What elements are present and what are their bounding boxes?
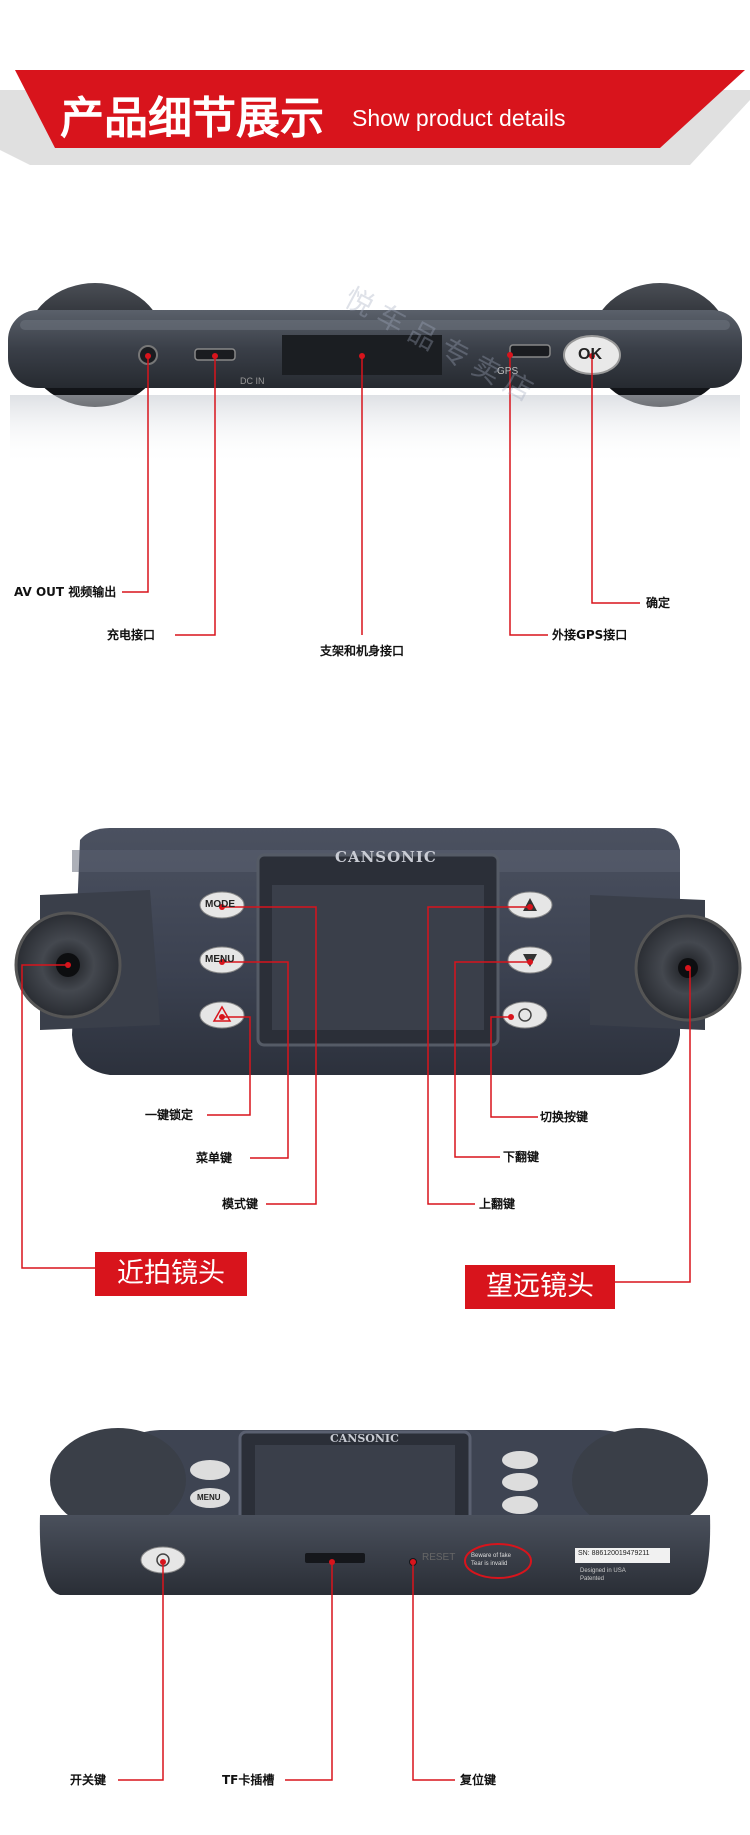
gps-port-label: GPS	[497, 366, 519, 377]
far-lens-box: 望远镜头	[465, 1265, 615, 1309]
callout-av-out: AV OUT 视频输出	[14, 585, 117, 599]
callout-up: 上翻键	[479, 1197, 516, 1211]
callout-tf: TF卡插槽	[222, 1773, 275, 1787]
sn-label: SN: 886120019479211	[578, 1550, 650, 1557]
callout-menu: 菜单键	[196, 1151, 233, 1165]
brand-logo-bottom: CANSONIC	[330, 1432, 399, 1445]
callout-lock: 一键锁定	[145, 1108, 194, 1122]
sticker-warning-1: Beware of fake	[471, 1553, 512, 1559]
section-banner: 产品细节展示 Show product details	[0, 70, 750, 170]
callout-power: 开关键	[70, 1773, 107, 1787]
brand-logo: CANSONIC	[335, 848, 437, 866]
reset-text: RESET	[422, 1552, 456, 1563]
sticker-warning-2: Tear is invalid	[471, 1561, 508, 1567]
callout-gps: 外接GPS接口	[552, 628, 628, 642]
callout-mount: 支架和机身接口	[320, 644, 405, 658]
ok-button[interactable]: OK	[578, 346, 602, 363]
callout-switch: 切换按键	[540, 1110, 589, 1124]
near-lens-box: 近拍镜头	[95, 1252, 247, 1296]
dc-in-label: DC IN	[240, 376, 265, 386]
section-side-view: DC IN GPS OK 悦车品专卖店 AV OUT 视频输出 充电接口 支架和…	[0, 270, 750, 670]
callout-mode: 模式键	[222, 1197, 259, 1211]
menu-button-bottom[interactable]: MENU	[197, 1493, 221, 1502]
callout-ok: 确定	[646, 596, 671, 610]
patented-label: Patented	[580, 1576, 605, 1582]
device-bottom-image	[39, 1428, 711, 1781]
mode-button[interactable]: MODE	[205, 899, 235, 910]
menu-button[interactable]: MENU	[205, 954, 235, 965]
banner-shape	[0, 70, 750, 165]
banner-subtitle: Show product details	[352, 105, 566, 131]
section-bottom-view: CANSONIC MENU RESET Beware of fake Tear …	[0, 1410, 750, 1835]
section-front-view: CANSONIC MODE MENU 一键锁定 菜单键 模式键 切换按键 下翻键…	[0, 820, 750, 1320]
designed-label: Designed in USA	[580, 1568, 626, 1574]
banner-title: 产品细节展示	[60, 93, 324, 144]
device-front-image	[14, 828, 742, 1283]
callout-reset: 复位键	[460, 1773, 497, 1787]
device-side-image	[8, 283, 742, 636]
callout-down: 下翻键	[503, 1150, 540, 1164]
callout-charge: 充电接口	[107, 628, 156, 642]
